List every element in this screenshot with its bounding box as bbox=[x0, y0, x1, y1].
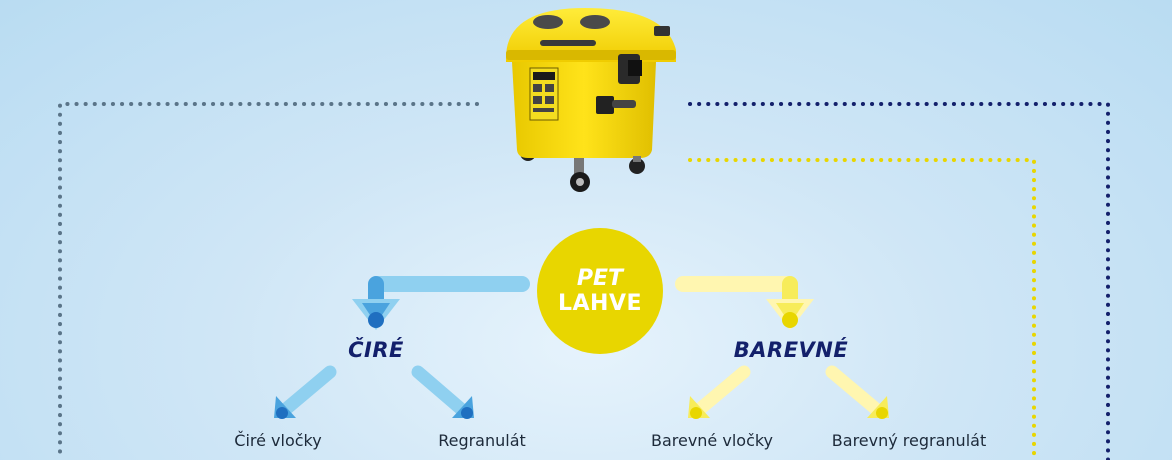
arrow-colored-to-flakes bbox=[688, 365, 751, 419]
bottles-label: LAHVE bbox=[557, 291, 642, 316]
category-clear: ČIRÉ bbox=[348, 338, 404, 362]
arrow-clear-to-regranulate bbox=[411, 365, 474, 419]
yellow-recycling-bin-icon bbox=[506, 8, 676, 192]
pet-label: PET bbox=[576, 265, 624, 291]
arrow-clear-to-flakes bbox=[274, 365, 337, 419]
output-clear-flakes: Čiré vločky bbox=[234, 431, 322, 450]
output-colored-flakes: Barevné vločky bbox=[650, 431, 774, 450]
category-colored: BAREVNÉ bbox=[733, 338, 849, 362]
arrow-pet-to-colored bbox=[675, 276, 814, 330]
dotted-line-left bbox=[58, 102, 479, 460]
output-colored-regranulate: Barevný regranulát bbox=[831, 431, 987, 450]
dotted-line-right-yellow bbox=[688, 158, 1036, 460]
arrow-colored-to-regranulate bbox=[825, 365, 889, 419]
pet-bottles-node: PET LAHVE bbox=[537, 228, 663, 354]
arrow-pet-to-clear bbox=[352, 276, 530, 330]
output-clear-regranulate: Regranulát bbox=[438, 431, 526, 450]
dotted-line-right-navy bbox=[688, 102, 1110, 460]
